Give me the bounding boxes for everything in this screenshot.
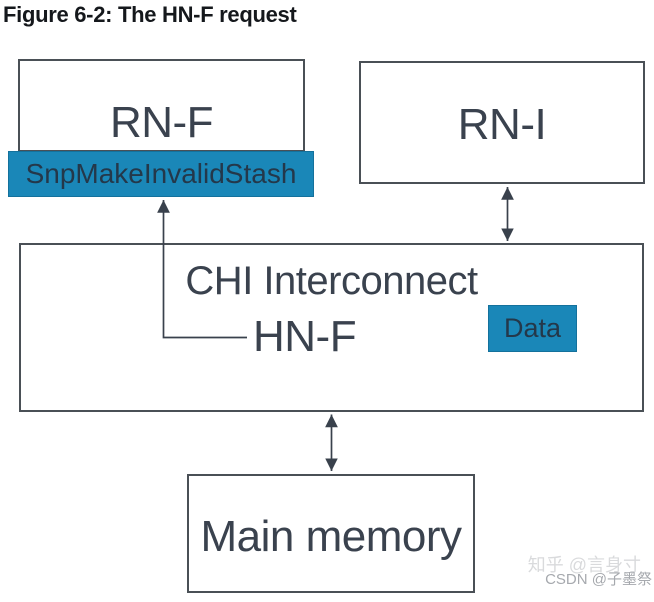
node-rn-f-label: RN-F xyxy=(109,98,214,147)
node-rn-i-label: RN-I xyxy=(457,100,547,149)
snoop-request-tag: SnpMakeInvalidStash xyxy=(8,151,314,197)
figure-title: Figure 6-2: The HN-F request xyxy=(3,2,297,27)
node-rn-i xyxy=(359,61,645,184)
snoop-request-label: SnpMakeInvalidStash xyxy=(25,158,297,189)
node-chi-interconnect-label: CHI Interconnect xyxy=(185,259,478,303)
data-label: Data xyxy=(503,313,562,343)
watermark-csdn: CSDN @子墨祭 xyxy=(545,571,652,588)
watermark-zhihu: 知乎 @言身寸 xyxy=(527,555,641,575)
node-rn-f xyxy=(18,59,305,152)
data-tag: Data xyxy=(488,305,577,352)
node-main-memory xyxy=(187,474,475,593)
node-hn-f-label: HN-F xyxy=(253,312,357,361)
node-main-memory-label: Main memory xyxy=(200,512,463,561)
